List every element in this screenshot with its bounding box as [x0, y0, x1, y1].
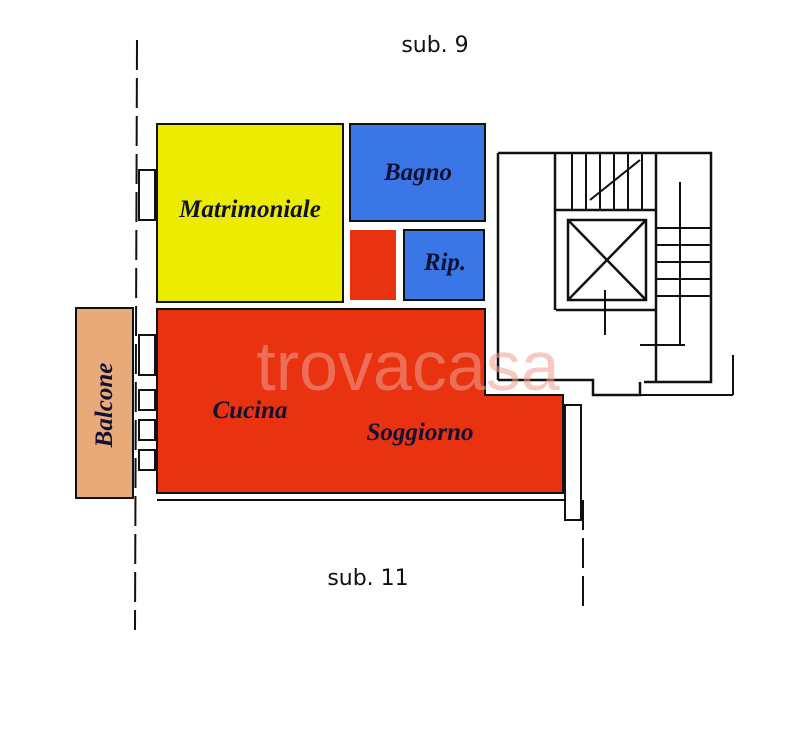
room-rip	[403, 229, 485, 301]
room-matrimoniale	[156, 123, 344, 303]
boundary-line-left	[134, 39, 138, 631]
room-corridor	[350, 230, 396, 300]
elevator-shaft	[566, 218, 648, 302]
watermark: trovacasa	[256, 327, 560, 405]
label-cucina: Cucina	[212, 397, 287, 424]
label-balcone: Balcone	[91, 363, 118, 449]
label-soggiorno: Soggiorno	[367, 419, 474, 446]
label-matrimoniale: Matrimoniale	[178, 196, 321, 223]
neighbor-top-label: sub. 9	[401, 33, 468, 58]
room-bagno	[349, 123, 486, 222]
stair-core	[496, 151, 734, 397]
windows	[138, 169, 582, 521]
room-cucina-soggiorno	[156, 308, 564, 494]
room-balcone	[75, 307, 134, 499]
label-bagno: Bagno	[383, 159, 452, 186]
neighbor-bottom-label: sub. 11	[327, 566, 408, 591]
label-rip: Rip.	[423, 249, 466, 276]
